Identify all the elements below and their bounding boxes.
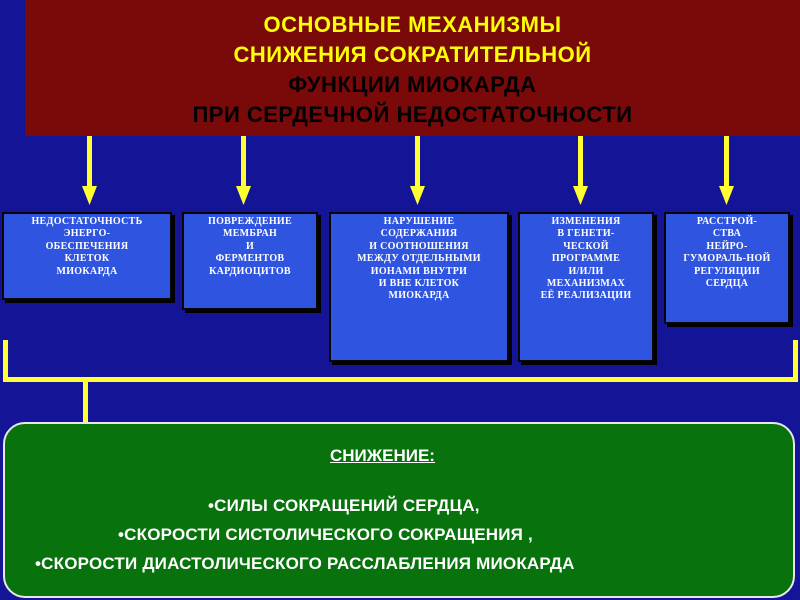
cause-line: НЕДОСТАТОЧНОСТЬ xyxy=(31,216,143,227)
arrow-head-5 xyxy=(719,186,734,205)
cause-line: ФЕРМЕНТОВ xyxy=(215,253,285,265)
cause-line: КЛЕТОК xyxy=(64,253,110,265)
cause-line: ПОВРЕЖДЕНИЕ xyxy=(208,216,292,227)
bracket-right xyxy=(793,340,798,382)
cause-line: МЕЖДУ ОТДЕЛЬНЫМИ xyxy=(357,253,481,265)
cause-line: МИОКАРДА xyxy=(388,290,450,302)
result-item-2: •СКОРОСТИ СИСТОЛИЧЕСКОГО СОКРАЩЕНИЯ , xyxy=(118,525,533,544)
arrow-head-1 xyxy=(82,186,97,205)
arrow-shaft-5 xyxy=(724,136,729,188)
result-item-3: •СКОРОСТИ ДИАСТОЛИЧЕСКОГО РАССЛАБЛЕНИЯ М… xyxy=(35,554,575,573)
arrow-head-4 xyxy=(573,186,588,205)
cause-line: ЧЕСКОЙ xyxy=(563,240,609,252)
result-heading: СНИЖЕНИЕ: xyxy=(330,446,435,465)
cause-line: В ГЕНЕТИ- xyxy=(557,228,615,240)
cause-line: СТВА xyxy=(712,228,742,240)
cause-line: ИЗМЕНЕНИЯ xyxy=(551,216,621,227)
bracket-stem xyxy=(83,377,88,423)
cause-box-energy: НЕДОСТАТОЧНОСТЬ ЭНЕРГО- ОБЕСПЕЧЕНИЯ КЛЕТ… xyxy=(2,212,172,300)
result-box xyxy=(3,422,795,598)
cause-line: ОБЕСПЕЧЕНИЯ xyxy=(45,240,129,252)
cause-line: ИОНАМИ ВНУТРИ xyxy=(370,265,468,277)
title-line-2: СНИЖЕНИЯ СОКРАТИТЕЛЬНОЙ xyxy=(233,42,592,67)
arrow-shaft-3 xyxy=(415,136,420,188)
result-item-1: •СИЛЫ СОКРАЩЕНИЙ СЕРДЦА, xyxy=(208,496,480,515)
cause-line: МИОКАРДА xyxy=(56,265,118,277)
cause-line: НЕЙРО- xyxy=(706,240,748,252)
cause-box-genetic: ИЗМЕНЕНИЯ В ГЕНЕТИ- ЧЕСКОЙ ПРОГРАММЕ И/И… xyxy=(518,212,654,362)
cause-box-membrane: ПОВРЕЖДЕНИЕ МЕМБРАН И ФЕРМЕНТОВ КАРДИОЦИ… xyxy=(182,212,318,310)
arrow-head-3 xyxy=(410,186,425,205)
cause-box-ions: НАРУШЕНИЕ СОДЕРЖАНИЯ И СООТНОШЕНИЯ МЕЖДУ… xyxy=(329,212,509,362)
cause-line: ЭНЕРГО- xyxy=(63,228,111,240)
bracket-bottom xyxy=(3,377,798,382)
title-line-4: ПРИ СЕРДЕЧНОЙ НЕДОСТАТОЧНОСТИ xyxy=(192,102,633,127)
cause-line: КАРДИОЦИТОВ xyxy=(209,265,291,277)
arrow-shaft-1 xyxy=(87,136,92,188)
cause-line: СОДЕРЖАНИЯ xyxy=(380,228,458,240)
cause-line: СЕРДЦА xyxy=(705,278,749,290)
arrow-shaft-4 xyxy=(578,136,583,188)
cause-line: И ВНЕ КЛЕТОК xyxy=(378,278,460,290)
arrow-shaft-2 xyxy=(241,136,246,188)
cause-line: ПРОГРАММЕ xyxy=(551,253,621,265)
title-line-3: ФУНКЦИИ МИОКАРДА xyxy=(288,72,537,97)
cause-line: РАССТРОЙ- xyxy=(696,216,758,227)
cause-line: МЕМБРАН xyxy=(222,228,278,240)
cause-line: И СООТНОШЕНИЯ xyxy=(369,240,469,252)
bracket-left xyxy=(3,340,8,382)
arrow-head-2 xyxy=(236,186,251,205)
cause-line: ЕЁ РЕАЛИЗАЦИИ xyxy=(540,290,632,302)
cause-line: МЕХАНИЗМАХ xyxy=(546,278,626,290)
cause-box-regulation: РАССТРОЙ- СТВА НЕЙРО- ГУМОРАЛЬ-НОЙ РЕГУЛ… xyxy=(664,212,790,324)
cause-line: И xyxy=(245,240,255,252)
cause-line: И/ИЛИ xyxy=(568,265,604,277)
cause-line: ГУМОРАЛЬ-НОЙ xyxy=(683,253,771,265)
cause-line: РЕГУЛЯЦИИ xyxy=(694,265,760,277)
cause-line: НАРУШЕНИЕ xyxy=(383,216,455,227)
title-box: ОСНОВНЫЕ МЕХАНИЗМЫ СНИЖЕНИЯ СОКРАТИТЕЛЬН… xyxy=(25,0,800,136)
title-line-1: ОСНОВНЫЕ МЕХАНИЗМЫ xyxy=(263,12,562,37)
